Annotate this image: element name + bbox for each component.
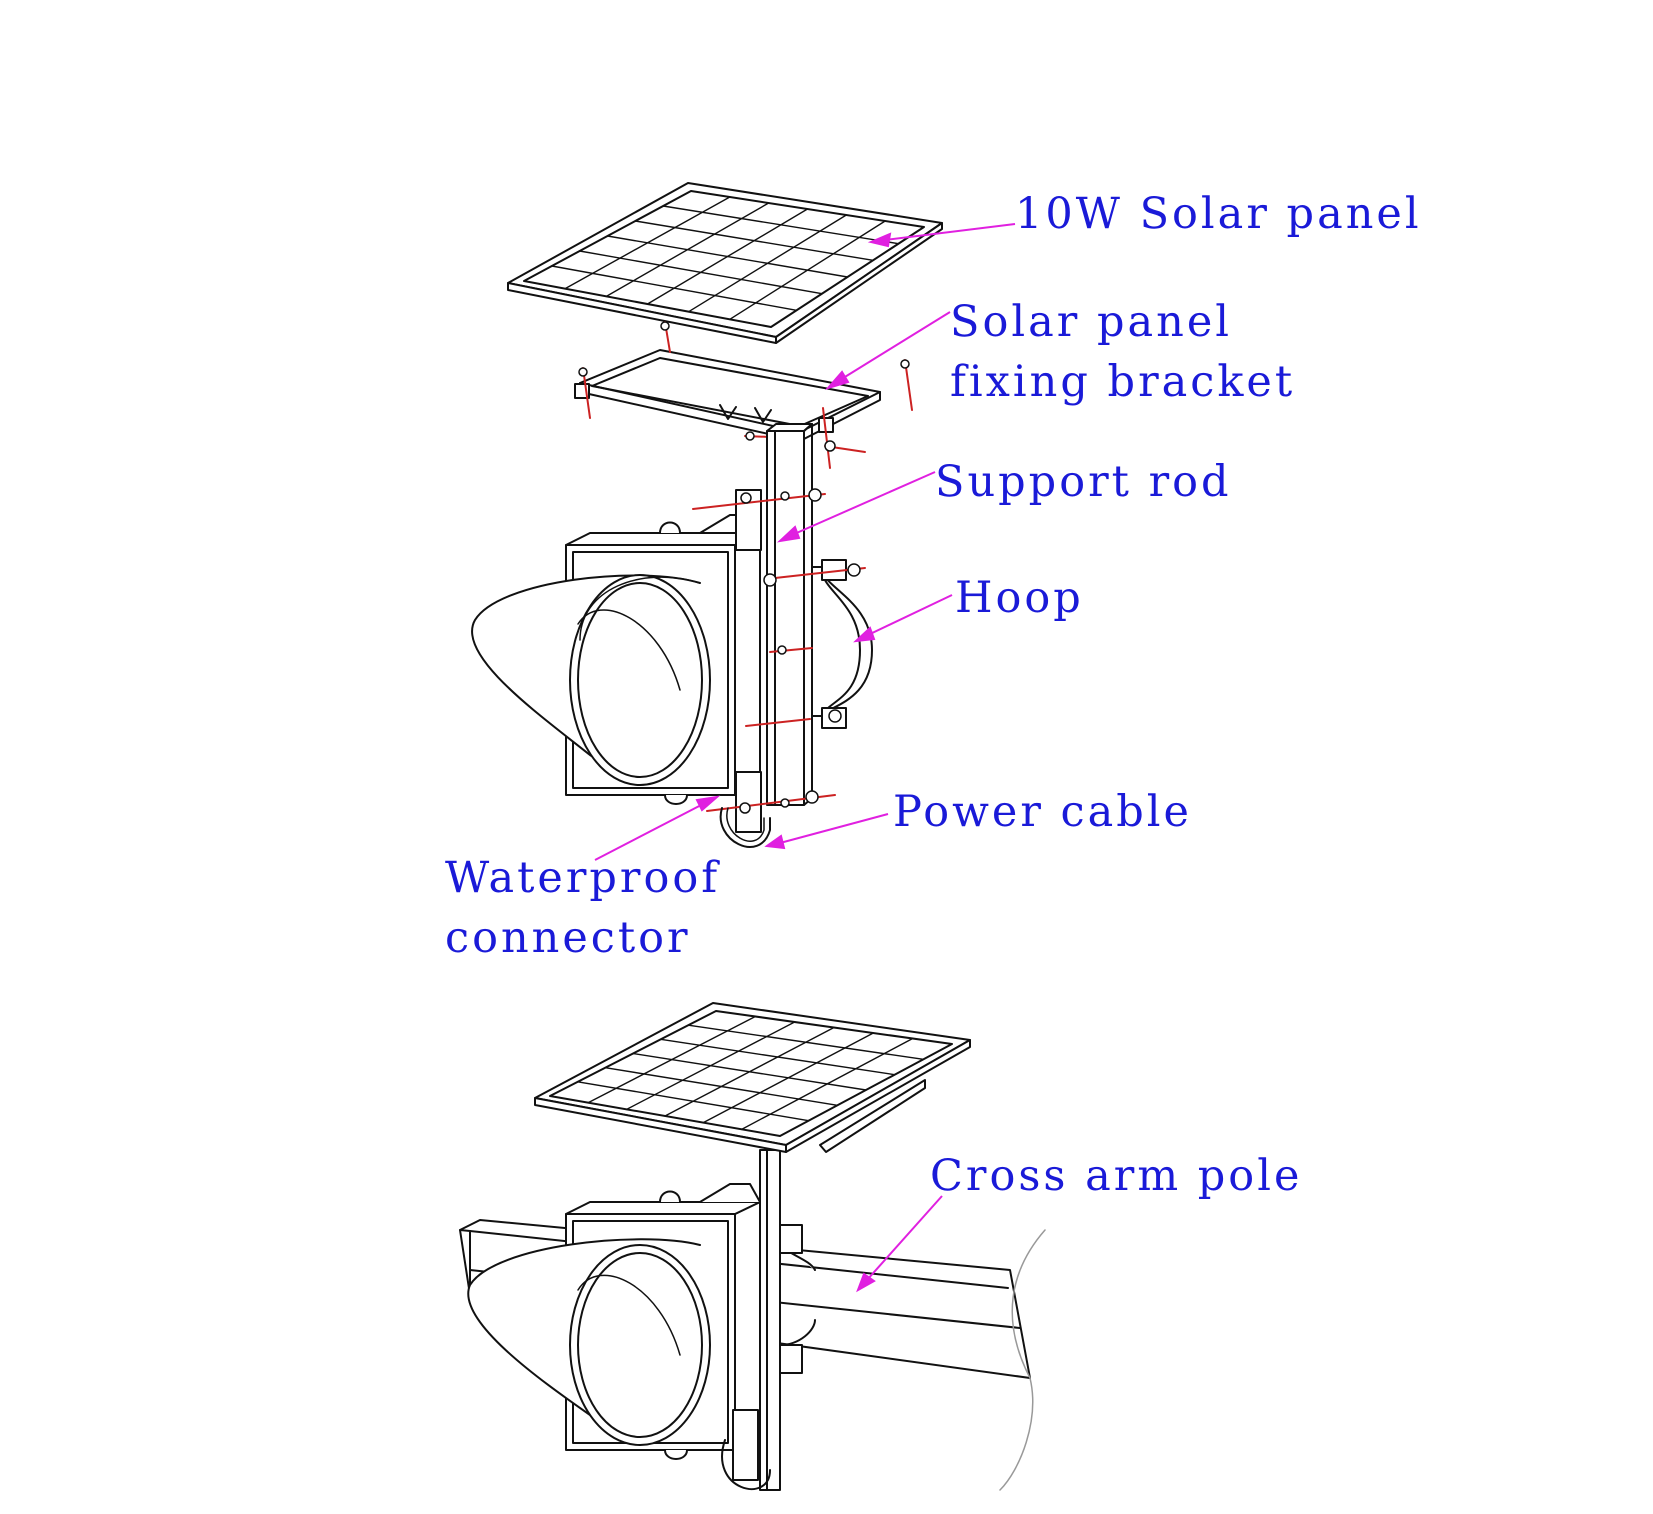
label-fixing-bracket-line2: fixing bracket [950,357,1296,407]
label-cross-arm-pole: Cross arm pole [930,1151,1303,1201]
leader-fixing-bracket [824,311,951,390]
signal-housing-bottom [467,1183,761,1460]
label-support-rod: Support rod [935,457,1232,507]
hoop-part [811,559,873,729]
solar-panel-bottom [534,1002,971,1153]
leader-hoop [853,594,953,643]
label-power-cable: Power cable [893,787,1192,837]
leader-cross-arm-pole [856,1195,943,1293]
label-hoop: Hoop [955,573,1084,623]
label-fixing-bracket-line1: Solar panel [950,297,1233,347]
label-waterproof-line1: Waterproof [445,853,721,903]
leader-solar-panel [867,223,1016,248]
leader-support-rod [776,471,936,543]
support-rod [766,423,813,806]
label-waterproof-line2: connector [445,913,691,963]
label-solar-panel: 10W Solar panel [1015,189,1422,239]
leader-power-cable [764,813,889,850]
solar-panel-fixing-bracket [574,349,881,442]
signal-housing-top [471,489,762,833]
solar-panel-top [507,182,943,344]
leader-waterproof-connector [594,795,721,861]
power-cable-loop [719,807,771,848]
leader-lines [594,223,1016,1293]
